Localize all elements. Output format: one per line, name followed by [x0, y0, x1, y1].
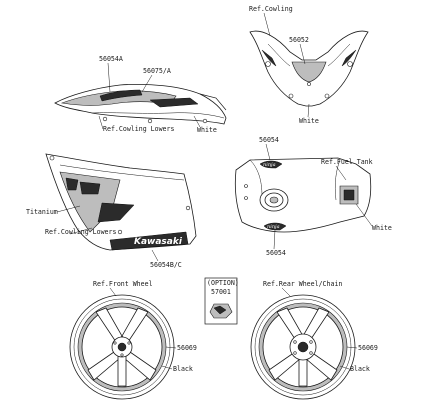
brand-decal-text: Kawasaki — [134, 237, 183, 247]
part-number-56054b-c: 56054B/C — [150, 261, 182, 269]
color-white-upper: White — [197, 126, 217, 134]
part-number-56054a: 56054A — [99, 55, 123, 63]
leader-56054a — [107, 62, 111, 93]
leader-ref-cowling-lowers-mid — [69, 227, 93, 235]
color-white-front: White — [299, 117, 319, 125]
leader-ref-fuel-tank — [335, 165, 347, 181]
leader-56054-top — [265, 143, 271, 161]
leader-ref-cowling — [263, 12, 271, 37]
ref-front-wheel: Ref.Front Wheel — [93, 280, 153, 288]
leader-titanium — [56, 205, 81, 213]
logo-decal-bottom: ninja — [267, 224, 280, 230]
leader-ref-rear-wheel — [281, 287, 291, 297]
leader-black-rear — [339, 365, 350, 370]
front-cowling — [249, 30, 369, 107]
ref-cowling-lowers-top: Ref.Cowling Lowers — [103, 125, 174, 133]
ref-cowling: Ref.Cowling — [249, 5, 293, 13]
leader-56069-rear — [346, 346, 358, 349]
part-number-56052: 56052 — [289, 36, 309, 44]
leader-white-front — [307, 103, 310, 118]
leader-56054b-c — [151, 249, 159, 262]
part-number-56054-bottom: 56054 — [266, 249, 286, 257]
fuel-tank — [234, 157, 372, 233]
leader-black-front — [161, 365, 173, 370]
color-black-rear: Black — [350, 365, 370, 373]
lower-side-cowling: Kawasaki — [45, 153, 197, 251]
leader-white-upper — [193, 115, 201, 128]
color-black-front: Black — [173, 365, 193, 373]
ref-cowling-lowers-mid: Ref.Cowling Lowers — [45, 228, 116, 236]
rear-wheel — [250, 294, 356, 400]
part-number-56069-front: 56069 — [177, 344, 197, 352]
upper-cowling-left — [54, 84, 227, 125]
leader-ref-front-wheel — [109, 287, 117, 297]
part-number-56069-rear: 56069 — [358, 344, 378, 352]
leader-white-tank — [355, 203, 373, 227]
front-wheel — [69, 294, 175, 400]
part-number-56075a: 56075/A — [143, 67, 171, 75]
leader-56052 — [299, 43, 306, 65]
leader-ref-cowling-lowers-top — [98, 115, 104, 130]
leader-56069-front — [165, 346, 177, 349]
option-box — [204, 277, 238, 325]
color-titanium: Titanium — [26, 208, 58, 216]
ref-fuel-tank: Ref.Fuel Tank — [321, 158, 373, 166]
part-number-57001: 57001 — [211, 288, 231, 296]
leader-56075a — [141, 74, 153, 93]
part-number-56054-top: 56054 — [259, 136, 279, 144]
leader-56054-bottom — [273, 229, 276, 250]
color-white-tank: White — [372, 224, 392, 232]
logo-decal-top: ninja — [263, 162, 276, 168]
ref-rear-wheel-chain: Ref.Rear Wheel/Chain — [263, 280, 342, 288]
option-title: (OPTION) — [207, 279, 239, 287]
